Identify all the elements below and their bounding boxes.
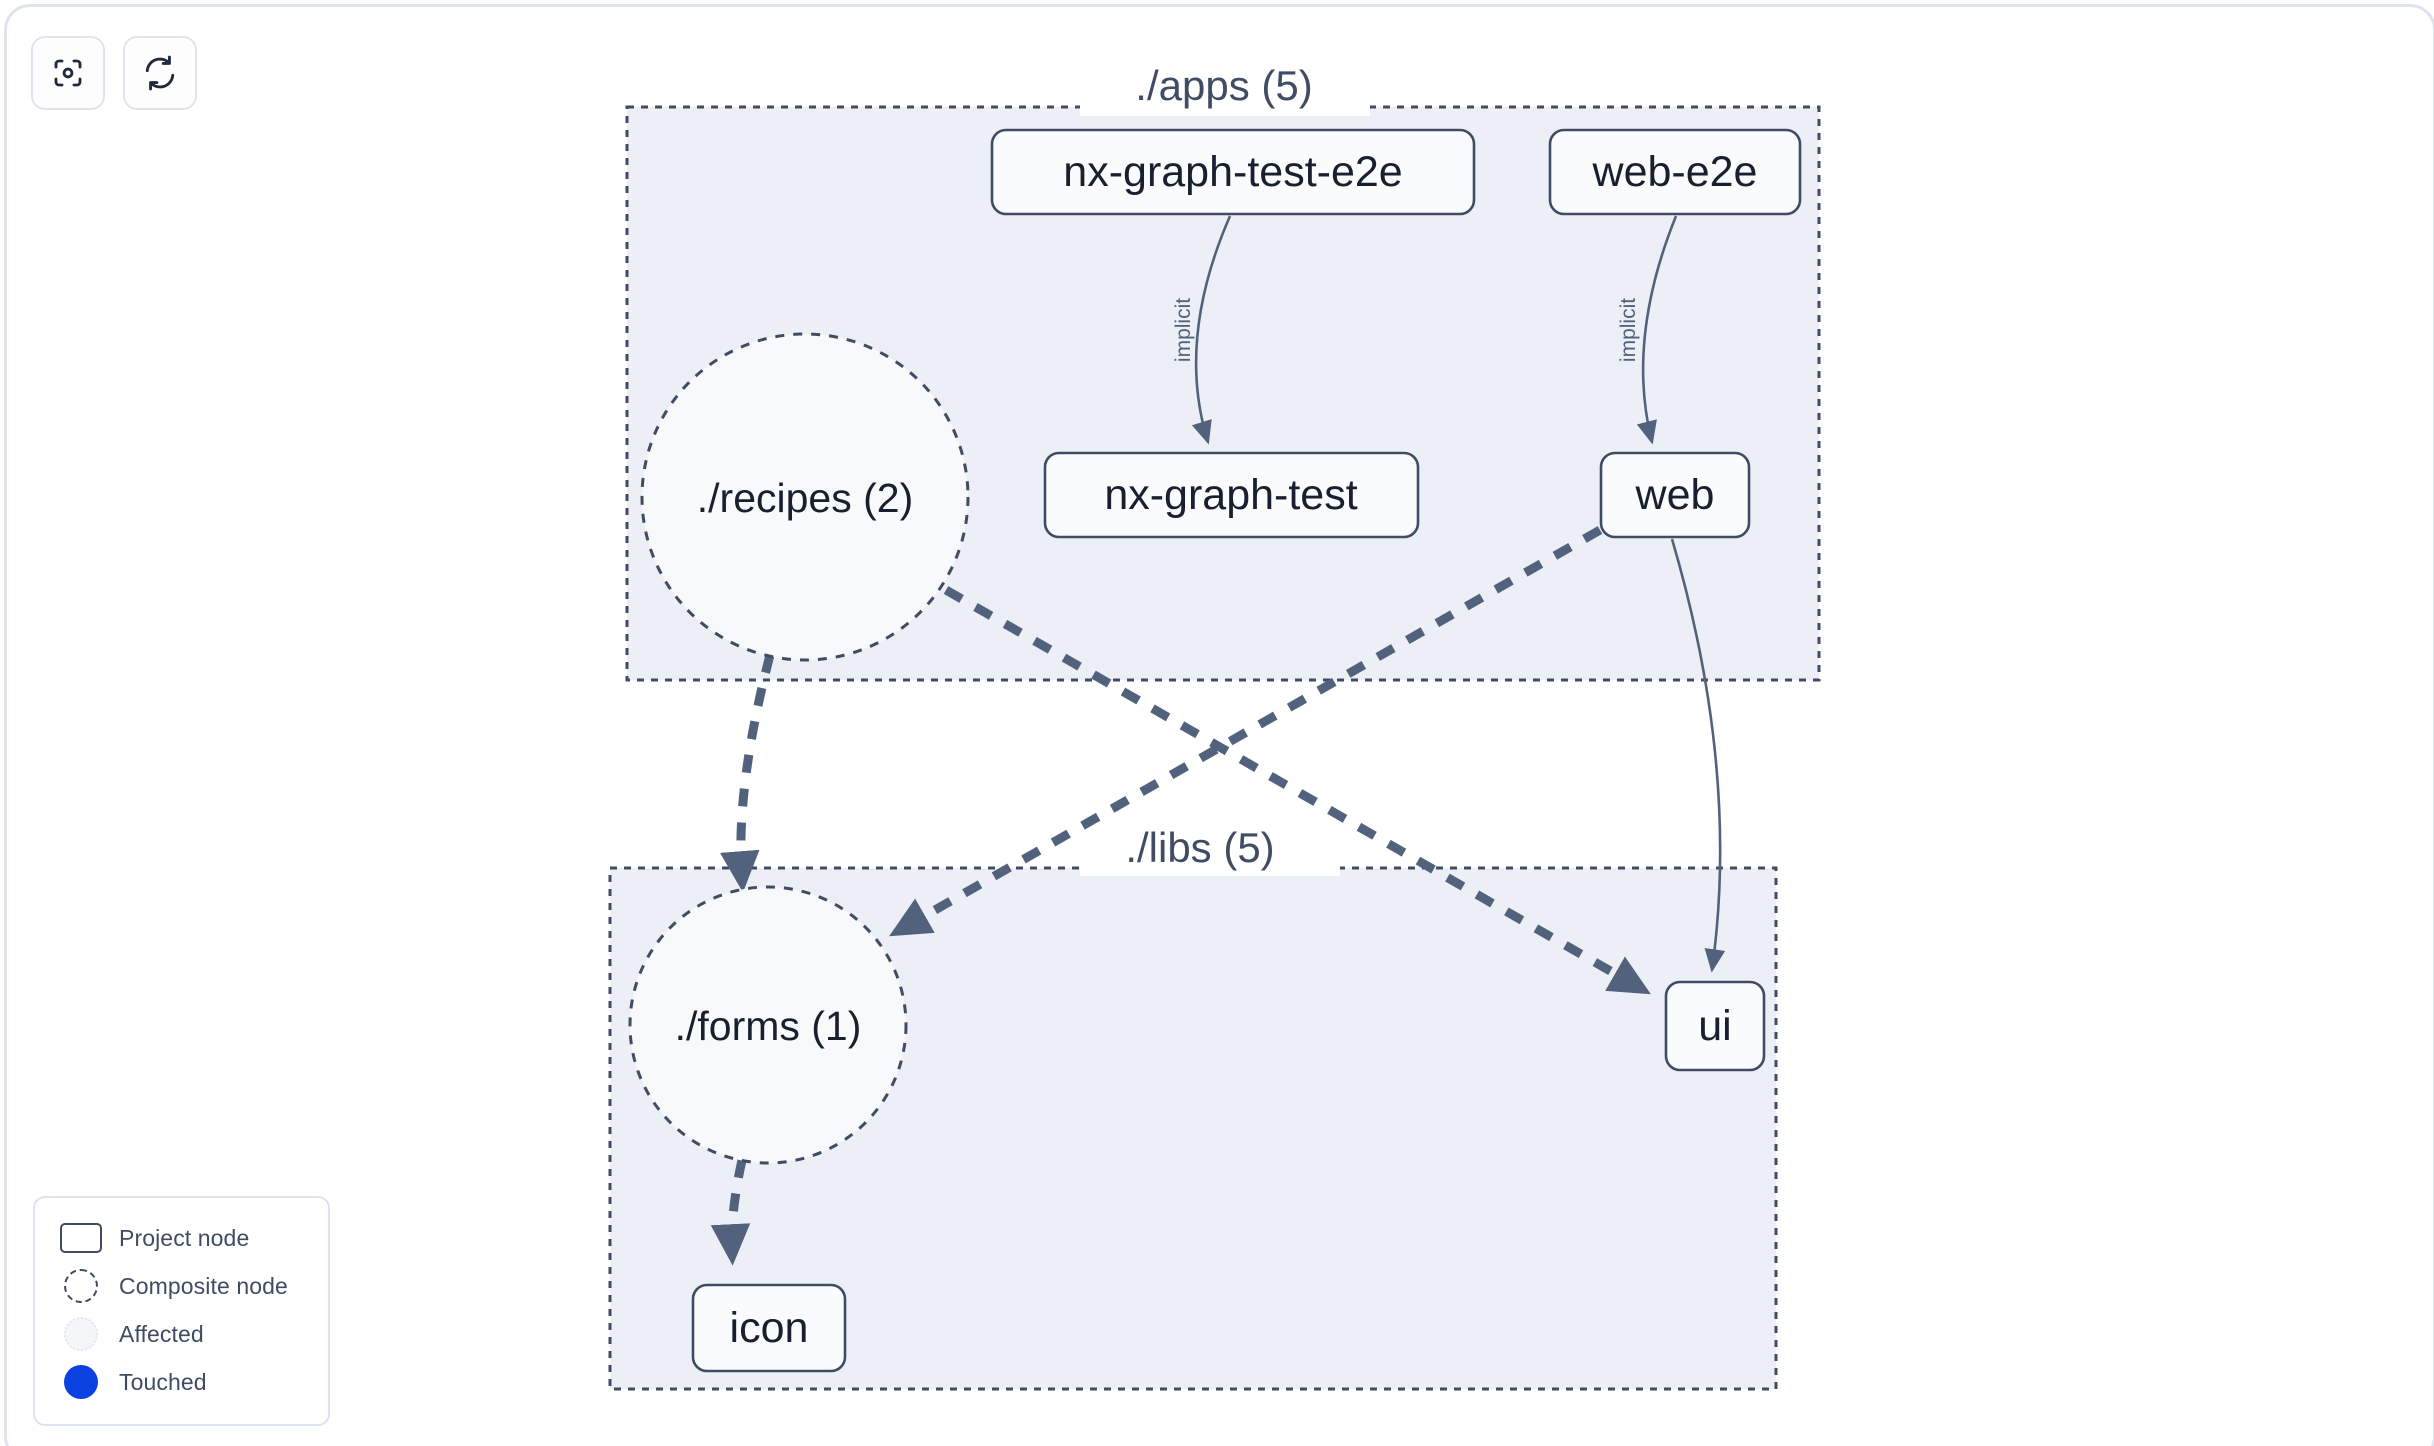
group-libs-label-bg [1080,822,1340,876]
project-node-nx-graph-test[interactable]: nx-graph-test [1043,451,1420,539]
group-apps-label: ./apps (5) [1135,62,1312,109]
project-node-ui-rect[interactable] [1664,980,1766,1072]
composite-node-recipes-label: ./recipes (2) [697,475,913,521]
refresh-icon [142,55,178,91]
project-node-web-rect[interactable] [1599,451,1751,539]
affected-swatch-icon [53,1317,109,1351]
project-node-ui[interactable]: ui [1664,980,1766,1072]
project-node-ui-label: ui [1698,1002,1731,1050]
composite-node-swatch-icon [53,1269,109,1303]
group-libs-label: ./libs (5) [1125,824,1274,871]
edge-recipes-to-forms[interactable] [720,653,775,893]
project-node-web-e2e-rect[interactable] [1548,128,1802,216]
project-node-nx-graph-test-e2e-rect[interactable] [990,128,1476,216]
project-node-web-e2e-label: web-e2e [1592,148,1758,196]
refresh-graph-button[interactable] [123,36,197,110]
composite-node-forms-label: ./forms (1) [675,1003,862,1049]
edge-webe2e-to-web[interactable]: implicit [1617,215,1678,445]
graph-toolbar [31,36,197,110]
legend-item-project-node: Project node [53,1214,310,1262]
project-node-web-label: web [1635,471,1715,519]
legend-item-touched: Touched [53,1358,310,1406]
composite-node-forms[interactable]: ./forms (1) [628,885,908,1165]
legend-label-composite-node: Composite node [119,1272,288,1299]
group-apps-label-bg [1080,60,1370,116]
composite-node-recipes[interactable]: ./recipes (2) [640,332,970,662]
edge-web-to-ui[interactable] [1670,538,1726,973]
project-node-nx-graph-test-e2e-label: nx-graph-test-e2e [1063,148,1402,196]
composite-node-recipes-circle[interactable] [640,332,970,662]
legend-item-composite-node: Composite node [53,1262,310,1310]
project-node-nx-graph-test-e2e[interactable]: nx-graph-test-e2e [990,128,1476,216]
edge-label-implicit-1: implicit [1172,298,1195,362]
edge-label-implicit-2: implicit [1617,298,1640,362]
graph-legend: Project node Composite node Affected Tou… [33,1196,330,1426]
legend-item-affected: Affected [53,1310,310,1358]
legend-label-touched: Touched [119,1368,207,1395]
project-node-swatch-icon [53,1223,109,1253]
focus-graph-button[interactable] [31,36,105,110]
project-node-nx-graph-test-rect[interactable] [1043,451,1420,539]
focus-target-icon [50,55,86,91]
edge-forms-to-icon[interactable] [710,1159,751,1266]
touched-swatch-icon [53,1365,109,1399]
project-node-icon-label: icon [730,1304,809,1352]
project-node-web-e2e[interactable]: web-e2e [1548,128,1802,216]
legend-label-affected: Affected [119,1320,204,1347]
project-node-icon[interactable]: icon [691,1283,847,1373]
project-node-web[interactable]: web [1599,451,1751,539]
project-node-icon-rect[interactable] [691,1283,847,1373]
project-node-nx-graph-test-label: nx-graph-test [1104,471,1357,519]
legend-label-project-node: Project node [119,1224,250,1251]
composite-node-forms-circle[interactable] [628,885,908,1165]
edge-nxgraphteste2e-to-nxgraphtest[interactable]: implicit [1172,215,1232,445]
